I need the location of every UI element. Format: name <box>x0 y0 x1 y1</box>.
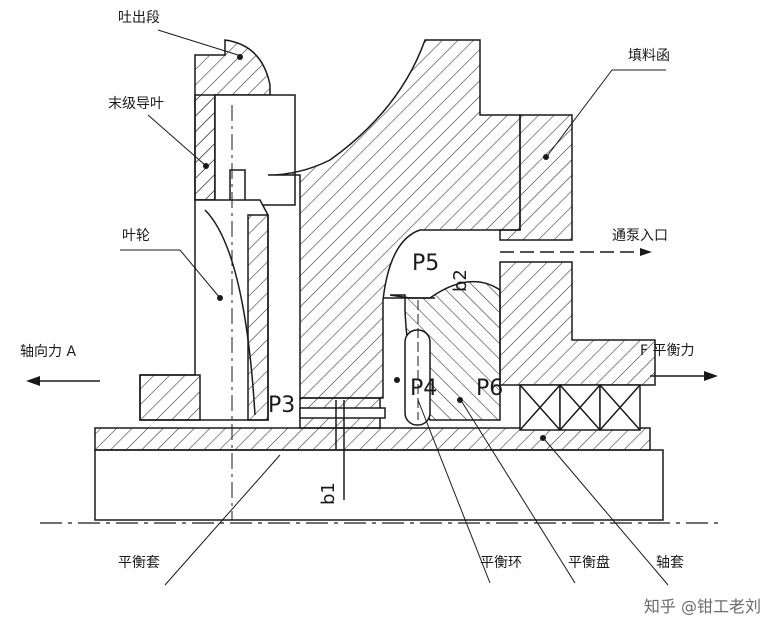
pressure-p4: P4 <box>410 376 437 401</box>
pressure-p3: P3 <box>268 393 295 418</box>
shaft <box>94 449 664 521</box>
guide-vane-body <box>194 94 216 201</box>
gap-b2: b2 <box>450 269 471 292</box>
label-balance-ring: 平衡环 <box>480 555 522 571</box>
axial-force-arrow <box>26 376 40 386</box>
stuffing-box-lower <box>499 261 656 386</box>
label-shaft-sleeve: 轴套 <box>656 555 684 571</box>
pressure-p5: P5 <box>412 251 439 276</box>
label-balance-sleeve: 平衡套 <box>118 555 160 571</box>
gap-b1: b1 <box>318 482 339 505</box>
pressure-p6: P6 <box>476 376 503 401</box>
label-stuffing-box: 填料函 <box>628 48 670 64</box>
labels: 吐出段 末级导叶 叶轮 填料函 通泵入口 轴向力 A F 平衡力 平衡套 平衡环… <box>20 10 718 586</box>
label-discharge-section: 吐出段 <box>118 10 160 26</box>
balance-force-arrow <box>704 371 718 381</box>
label-to-pump-inlet: 通泵入口 <box>612 228 668 244</box>
balance-sleeve-gap <box>299 407 386 419</box>
pressure-labels: P3 P4 P5 P6 <box>268 251 503 418</box>
pump-inlet-arrow <box>640 248 652 256</box>
casing-body <box>267 39 521 399</box>
watermark: 知乎 @钳工老刘 <box>643 597 761 616</box>
impeller-hatch-right <box>247 214 269 421</box>
packing-rings <box>519 384 641 431</box>
label-balance-disc: 平衡盘 <box>568 554 610 571</box>
label-last-stage-guide-vane: 末级导叶 <box>108 96 164 112</box>
label-balance-force: F 平衡力 <box>640 343 695 359</box>
label-impeller: 叶轮 <box>122 228 150 244</box>
shaft-sleeve-strip <box>94 427 651 451</box>
guide-vane-channel <box>214 94 296 206</box>
label-axial-force: 轴向力 A <box>20 344 76 360</box>
impeller-hatch-left <box>139 374 201 421</box>
